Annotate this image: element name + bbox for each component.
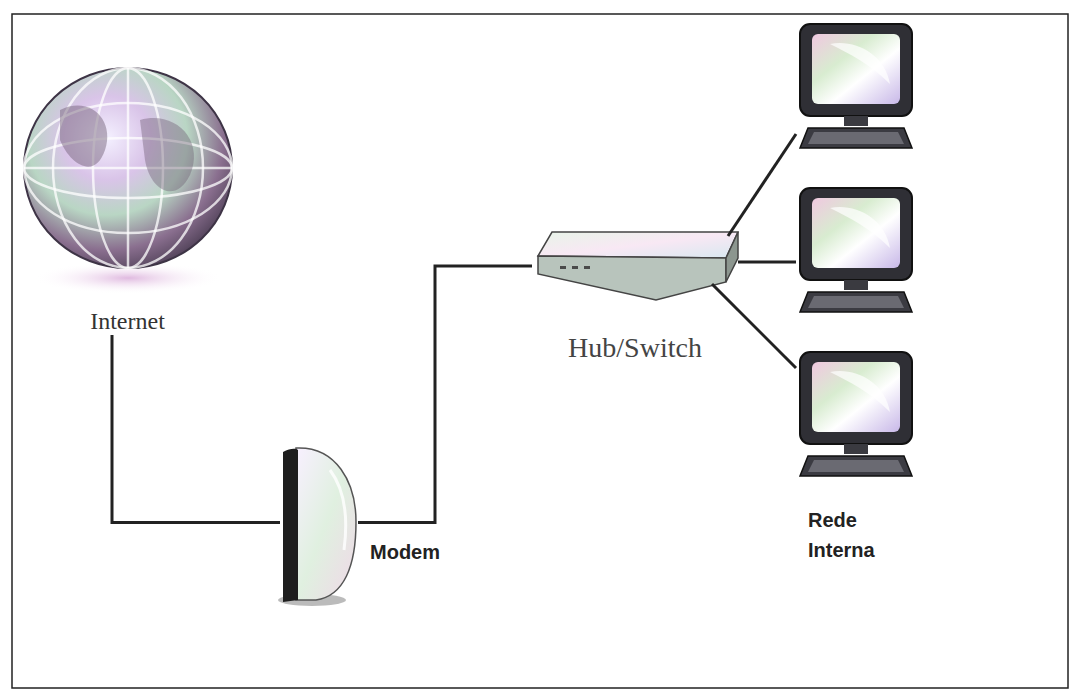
modem-icon xyxy=(278,448,356,606)
computer-icon xyxy=(800,188,912,312)
network-label: Rede Interna xyxy=(808,505,908,565)
node-label: Hub/Switch xyxy=(568,332,702,364)
computer-icon xyxy=(800,352,912,476)
globe-icon xyxy=(24,68,232,294)
lan-cable xyxy=(712,134,796,368)
node-label: Modem xyxy=(370,540,440,564)
computer-icon xyxy=(800,24,912,148)
network-node: Internet xyxy=(20,60,235,335)
network-cable xyxy=(112,335,280,523)
switch-icon xyxy=(538,232,738,300)
network-node: Modem xyxy=(280,445,358,600)
node-label: Internet xyxy=(90,307,165,335)
network-cable xyxy=(358,266,532,523)
frame xyxy=(12,14,1068,688)
network-node: Hub/Switch xyxy=(532,230,738,302)
